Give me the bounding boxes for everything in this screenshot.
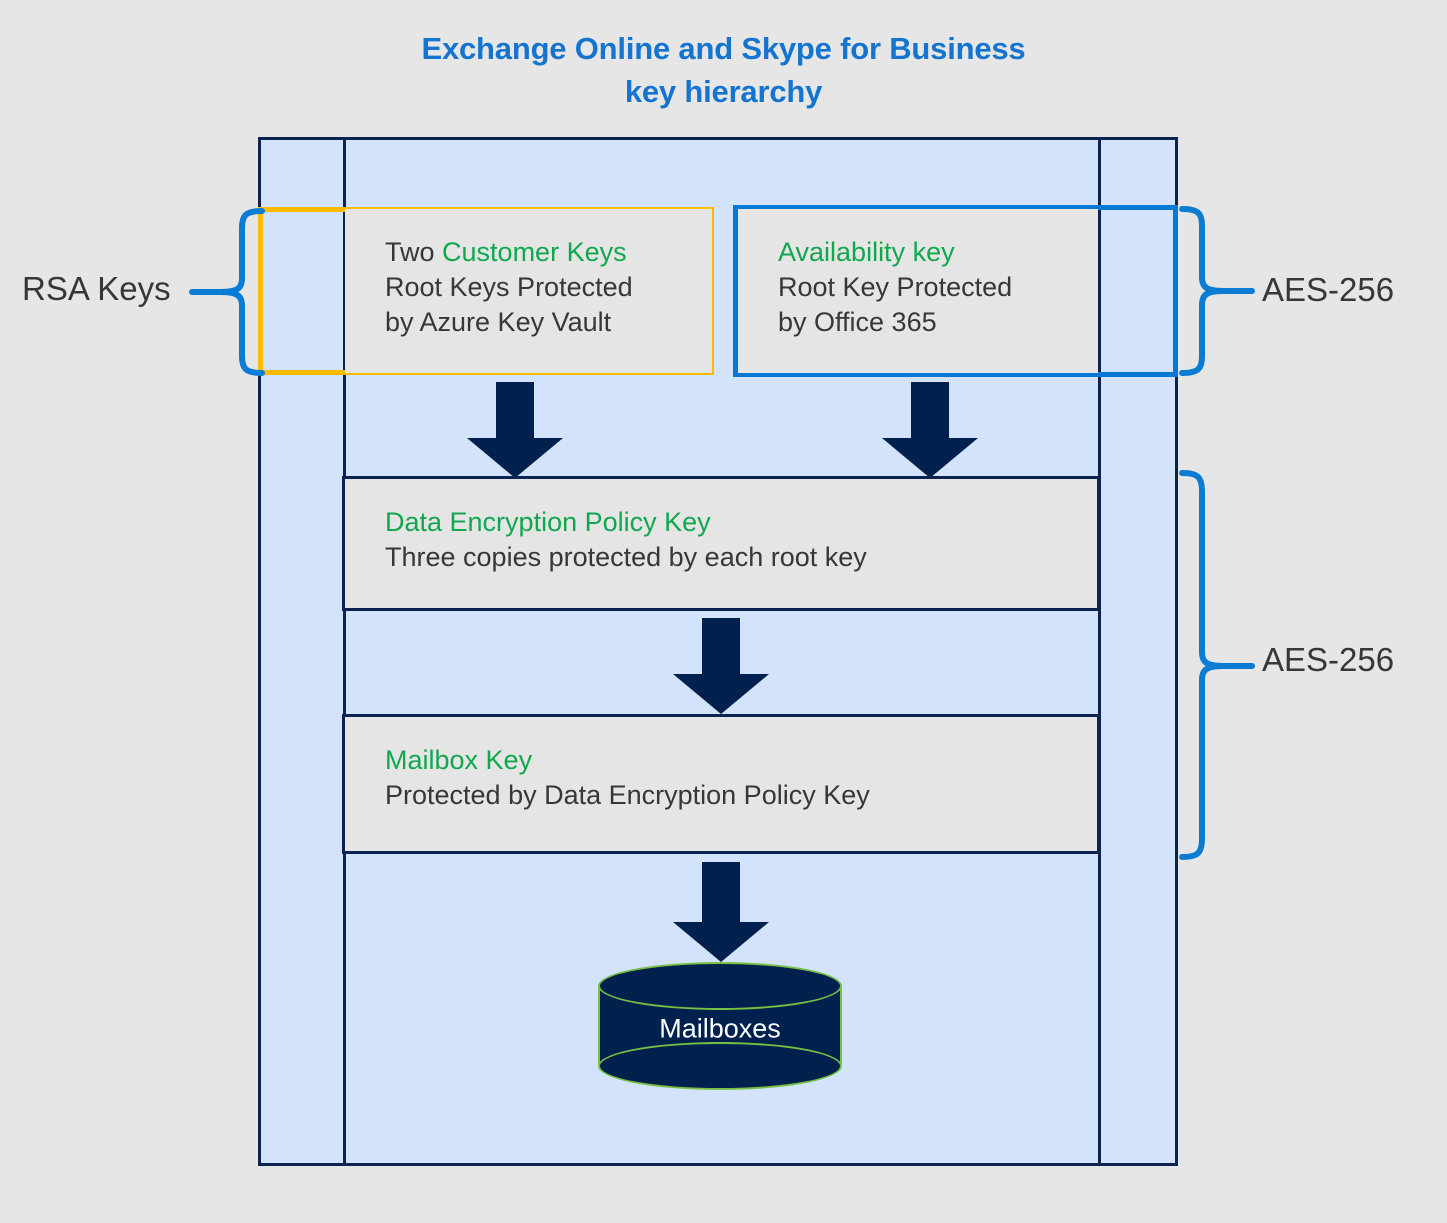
customer-keys-line-2: Root Keys Protected	[385, 272, 633, 303]
brace-aes-top	[1178, 206, 1255, 376]
group-rect-aes-top	[733, 205, 1178, 377]
box-mailbox-key[interactable]: Mailbox Key Protected by Data Encryption…	[342, 714, 1100, 854]
arrow-availability-key-to-dep-key	[882, 382, 978, 478]
customer-keys-prefix: Two	[385, 237, 443, 267]
availability-key-line-2: Root Key Protected	[778, 272, 1013, 303]
availability-key-line-3: by Office 365	[778, 307, 937, 338]
arrow-customer-keys-to-dep-key	[467, 382, 563, 478]
divider-right	[1098, 137, 1101, 1166]
cylinder-bottom-ellipse	[598, 1042, 842, 1090]
arrow-mailbox-key-to-mailboxes	[673, 862, 769, 962]
customer-keys-highlight: Customer Keys	[442, 237, 627, 267]
cylinder-top-ellipse	[598, 962, 842, 1010]
title-line-2: key hierarchy	[624, 73, 823, 109]
dep-key-highlight: Data Encryption Policy Key	[385, 507, 711, 537]
divider-left	[343, 137, 346, 1166]
arrow-dep-key-to-mailbox-key	[673, 618, 769, 714]
brace-rsa-keys	[189, 208, 266, 376]
label-aes-256-top: AES-256	[1262, 271, 1395, 308]
page-title: Exchange Online and Skype for Business k…	[0, 28, 1447, 114]
customer-keys-line-1: Two Customer Keys	[385, 235, 712, 270]
label-aes-256-bottom: AES-256	[1262, 641, 1395, 678]
mailbox-key-highlight: Mailbox Key	[385, 745, 533, 775]
brace-aes-bottom	[1178, 470, 1255, 860]
availability-key-highlight: Availability key	[778, 237, 955, 267]
label-rsa-keys: RSA Keys	[22, 270, 171, 307]
cylinder-label: Mailboxes	[659, 1013, 781, 1044]
box-customer-keys[interactable]: Two Customer Keys Root Keys Protected by…	[345, 209, 712, 373]
box-availability-key[interactable]: Availability key Root Key Protected by O…	[738, 209, 1098, 373]
title-line-1: Exchange Online and Skype for Business	[421, 31, 1026, 66]
box-data-encryption-policy-key[interactable]: Data Encryption Policy Key Three copies …	[342, 476, 1100, 611]
cylinder-mailboxes[interactable]: Mailboxes	[598, 962, 842, 1090]
mailbox-key-line-2: Protected by Data Encryption Policy Key	[385, 780, 870, 811]
customer-keys-line-3: by Azure Key Vault	[385, 307, 612, 338]
dep-key-line-2: Three copies protected by each root key	[385, 542, 867, 573]
